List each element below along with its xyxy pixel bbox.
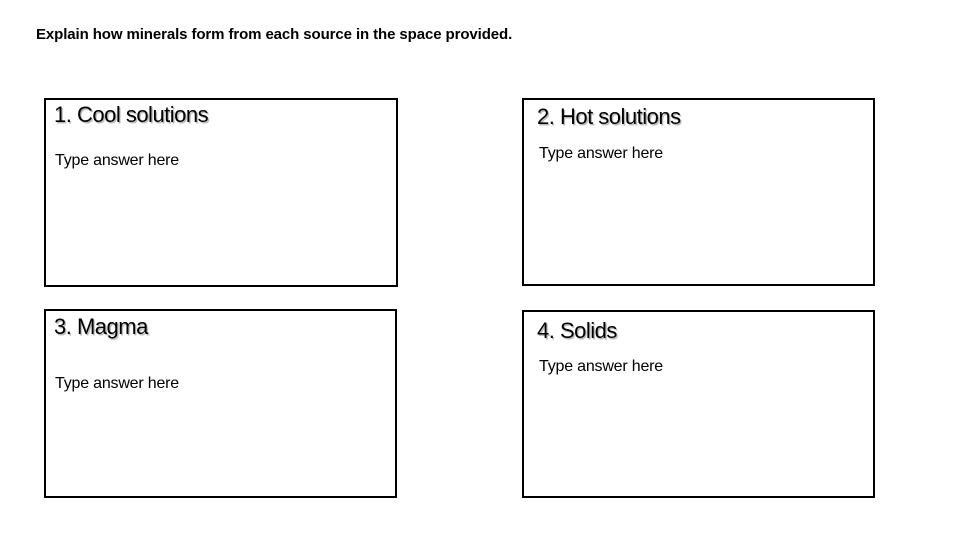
answer-box-magma[interactable]: 3. Magma Type answer here [44,309,397,498]
box-title-cool-solutions: 1. Cool solutions [54,102,209,127]
answer-placeholder-hot-solutions[interactable]: Type answer here [539,145,663,162]
answer-box-cool-solutions[interactable]: 1. Cool solutions Type answer here [44,98,398,287]
box-title-magma: 3. Magma [54,314,148,339]
answer-placeholder-solids[interactable]: Type answer here [539,358,663,375]
answer-box-hot-solutions[interactable]: 2. Hot solutions Type answer here [522,98,875,286]
answer-placeholder-cool-solutions[interactable]: Type answer here [55,152,179,169]
instruction-text: Explain how minerals form from each sour… [36,26,513,43]
box-title-hot-solutions: 2. Hot solutions [537,104,681,129]
answer-placeholder-magma[interactable]: Type answer here [55,375,179,392]
box-title-solids: 4. Solids [537,318,617,343]
answer-box-solids[interactable]: 4. Solids Type answer here [522,310,875,498]
